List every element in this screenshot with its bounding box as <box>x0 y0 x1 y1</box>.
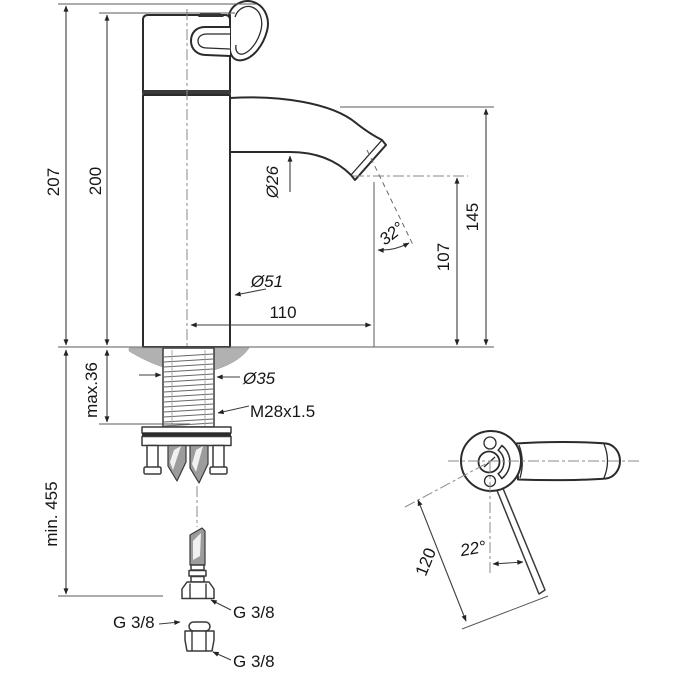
dim-outlet-height-label: 107 <box>434 243 453 271</box>
dim-max-deck-thickness: max.36 <box>82 349 190 425</box>
mounting-hardware <box>128 347 250 527</box>
dim-spout-diameter-label: Ø26 <box>263 165 282 199</box>
hose-crimp-ring-3 <box>190 575 205 583</box>
dim-supply-thread-right: G 3/8 <box>210 599 275 622</box>
hose-tail-left-highlight <box>170 446 181 470</box>
rosette-arc-slot <box>497 444 511 480</box>
lever-rod <box>495 485 546 595</box>
dim-min-hose-length-label: min. 455 <box>42 481 61 546</box>
dim-outlet-angle: 32° <box>376 218 410 253</box>
dim-min-hose-length: min. 455 <box>42 349 163 597</box>
dim-spout-top-height: 145 <box>340 106 494 346</box>
dim-spout-projection: 110 <box>190 182 375 347</box>
shank-thread-hatch <box>163 353 214 427</box>
handle-knob <box>228 0 269 62</box>
spout <box>229 96 387 181</box>
fixing-stud-left-foot <box>143 466 162 475</box>
dim-outlet-angle-label: 32° <box>376 218 408 249</box>
dim-mounting-hole-diameter: Ø35 <box>139 369 276 388</box>
dim-body-height: 200 <box>86 12 235 346</box>
fixing-stud-left <box>146 444 159 469</box>
spout-outlet-rim <box>350 139 383 176</box>
dim-outlet-height: 107 <box>434 177 460 346</box>
braided-hose-highlight <box>193 533 201 560</box>
dim-mounting-hole-diameter-label: Ø35 <box>242 369 276 388</box>
supply-thread-bottom-label: G 3/8 <box>233 652 275 671</box>
dim-max-deck-thickness-label: max.36 <box>82 362 101 418</box>
loose-nut-body <box>184 630 215 652</box>
dim-spout-projection-label: 110 <box>269 303 296 322</box>
deck-cut-right <box>213 347 250 371</box>
loose-nut-cap <box>188 621 211 632</box>
dim-supply-thread-bottom: G 3/8 <box>212 651 275 671</box>
hose-tail-right <box>189 444 209 484</box>
faucet-body-outline <box>142 0 468 348</box>
deck-cut-left <box>128 347 164 368</box>
dim-lever-length-label: 120 <box>412 545 440 578</box>
hose-crimp-ring-2 <box>188 569 207 577</box>
supply-hose-assembly <box>181 527 215 652</box>
dim-total-height-label: 207 <box>44 168 63 196</box>
rosette-hole-top <box>483 436 497 450</box>
handle-knob-inner-line <box>234 5 263 55</box>
flange-gasket <box>142 433 231 437</box>
hose-tail-left <box>167 444 187 482</box>
handle-detail-view: 120 22° <box>404 430 641 630</box>
handle-grip-hook <box>190 26 231 57</box>
handle-grip-hook-inner <box>197 33 231 50</box>
dim-lever-angle: 22° <box>458 537 524 567</box>
dim-spout-diameter: Ø26 <box>263 155 293 199</box>
flange-washer-bottom <box>141 435 232 447</box>
supply-thread-right-label: G 3/8 <box>233 603 275 622</box>
lever-arm-end-seam <box>603 443 609 479</box>
dim-shank-thread-label: M28x1.5 <box>250 402 315 421</box>
dim-body-diameter-label: Ø51 <box>250 272 283 291</box>
dim-supply-thread-left: G 3/8 <box>113 613 181 632</box>
flange-washer-top <box>141 426 232 434</box>
hose-tail-right-highlight <box>192 446 203 472</box>
lever-diagonal-axis <box>404 460 492 508</box>
supply-thread-left-label: G 3/8 <box>113 613 155 632</box>
dim-lever-angle-label: 22° <box>458 537 488 560</box>
hose-nut <box>181 581 215 600</box>
hose-crimp-ring-1 <box>190 564 205 571</box>
dim-spout-top-height-label: 145 <box>463 203 482 231</box>
fixing-stud-right-foot <box>209 466 228 475</box>
dim-total-height: 207 <box>44 3 256 346</box>
faucet-front-view: 207 200 min. 455 max.36 <box>42 0 494 671</box>
dim-shank-thread: M28x1.5 <box>217 402 315 421</box>
dim-body-height-label: 200 <box>86 167 105 195</box>
dim-body-diameter: Ø51 <box>234 272 283 297</box>
fixing-stud-right <box>212 444 225 469</box>
head-top-seam <box>198 13 224 17</box>
